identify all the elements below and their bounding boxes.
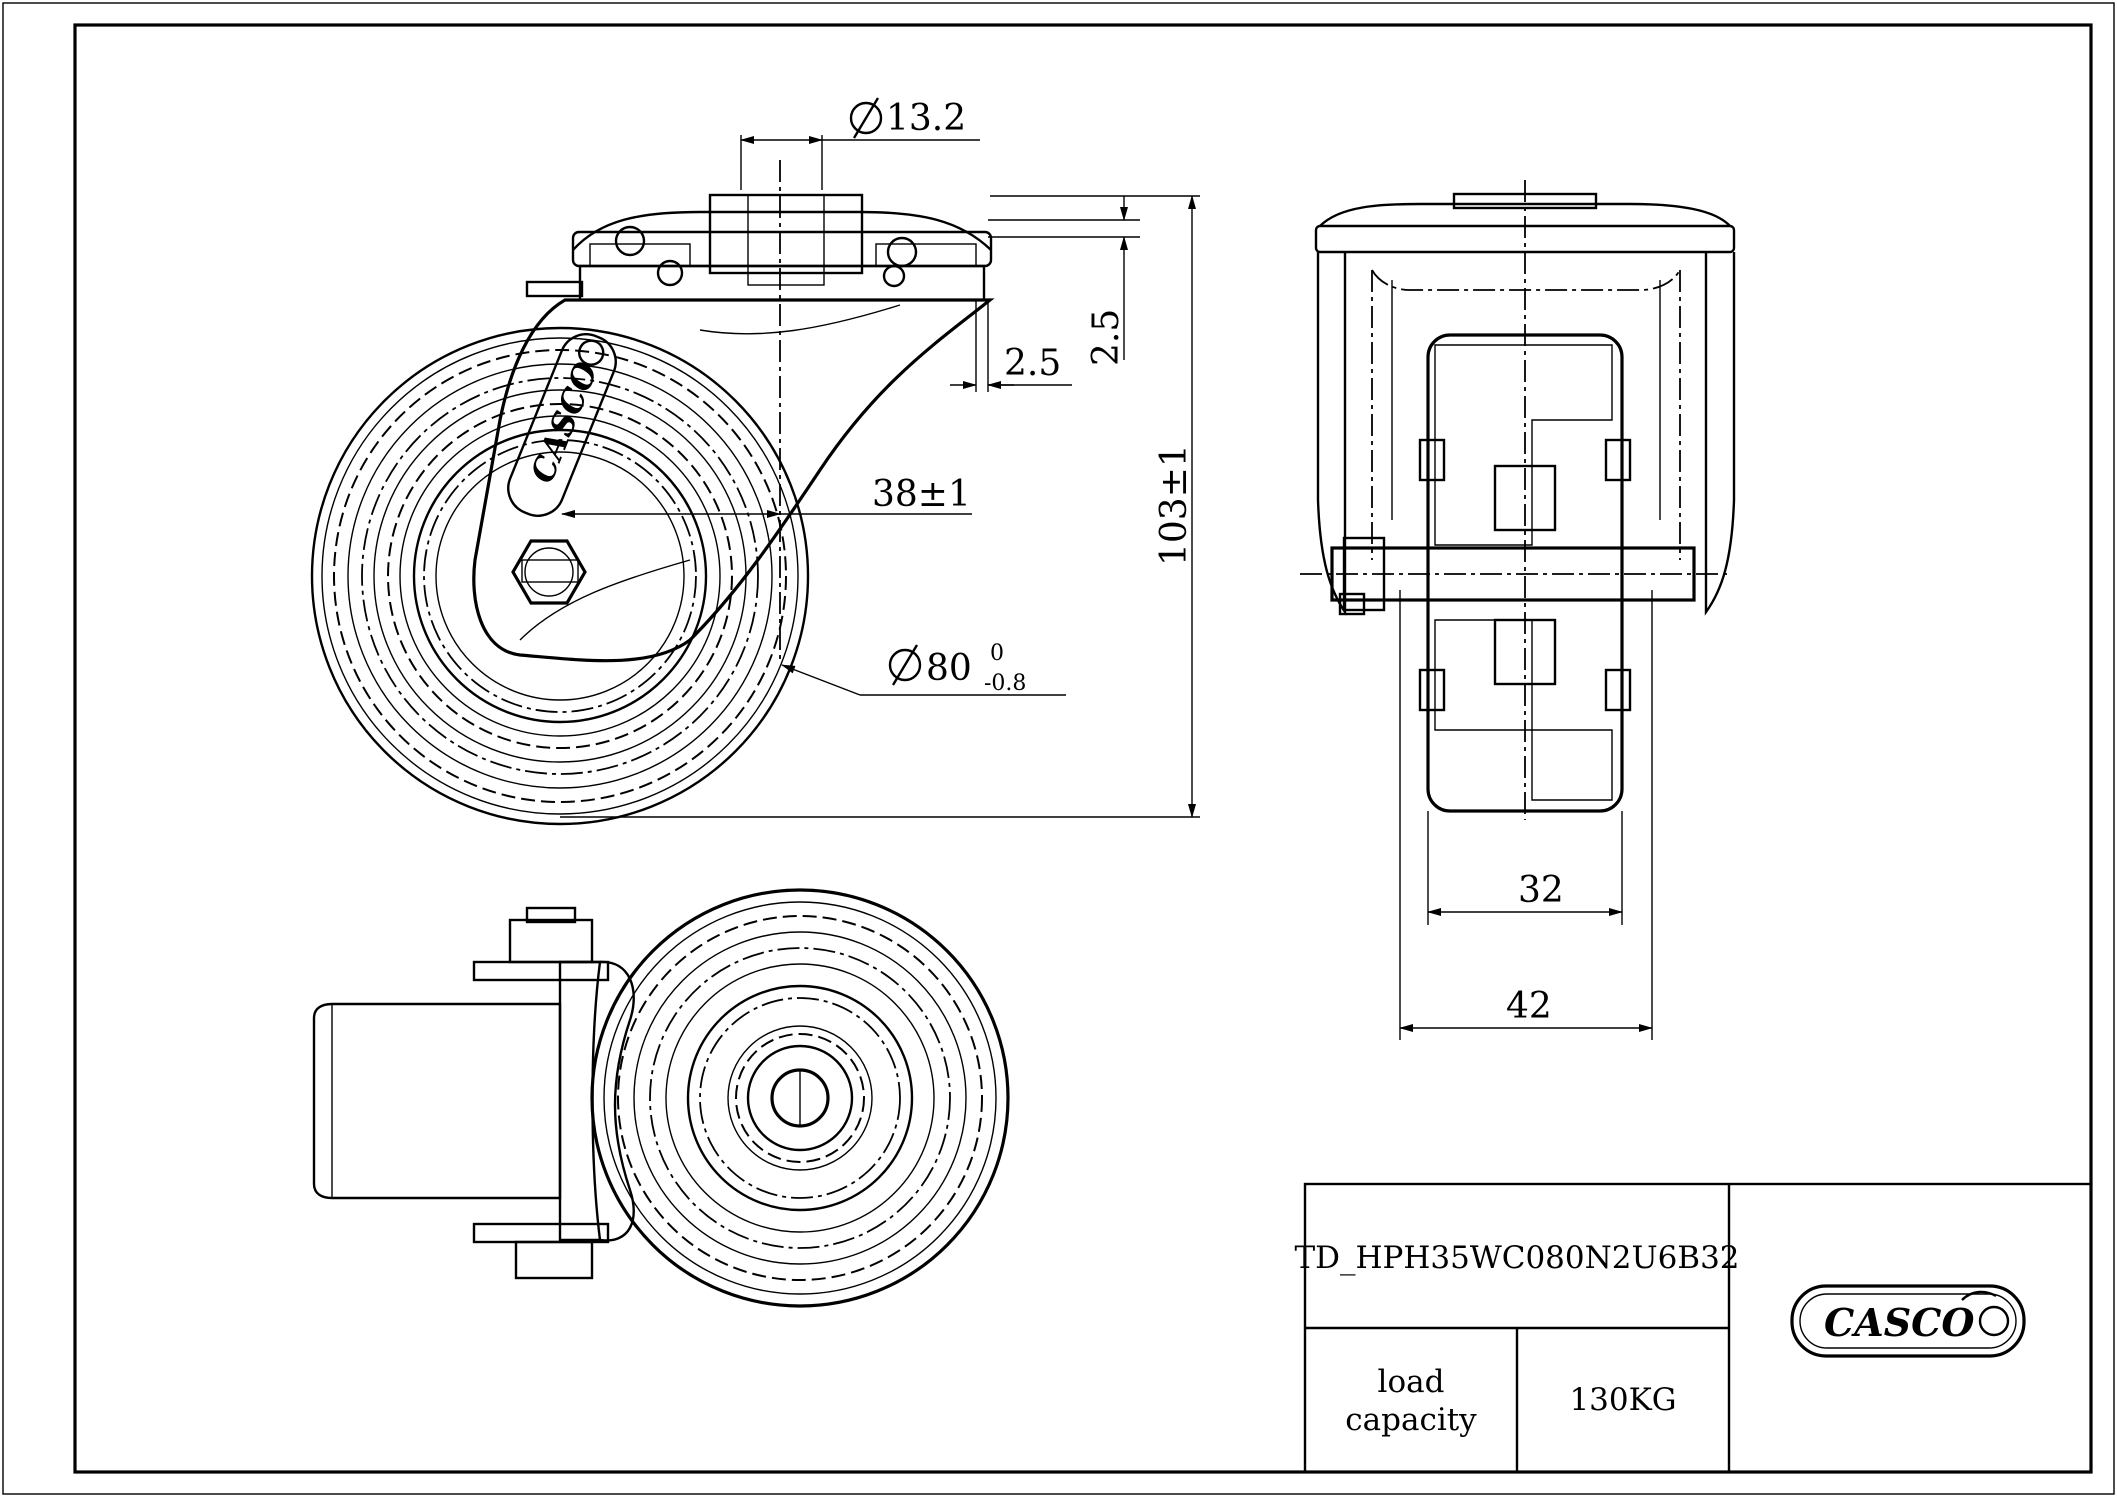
load-capacity-label-line2: capacity — [1345, 1402, 1477, 1438]
side-view-hub — [511, 539, 587, 605]
diameter-symbol-icon — [849, 101, 883, 135]
dim-overall-width: 42 — [1506, 986, 1552, 1027]
dim-plate-gap-vertical: 2.5 — [1086, 309, 1127, 366]
dim-wheel-diameter: 80 0 -0.8 — [888, 641, 1026, 696]
hex-nut-icon — [511, 539, 587, 605]
svg-text:-0.8: -0.8 — [984, 671, 1026, 696]
part-number: TD_HPH35WC080N2U6B32 — [1294, 1240, 1739, 1276]
dim-hole-diameter: 13.2 — [849, 97, 966, 139]
side-view-dimensions: 13.2 2.5 2.5 38±1 103±1 80 0 — [560, 97, 1200, 818]
svg-text:80: 80 — [926, 648, 972, 689]
section-axle — [1330, 546, 1696, 602]
load-capacity-label-line1: load — [1378, 1364, 1445, 1400]
dim-plate-gap-horizontal: 2.5 — [1004, 343, 1061, 384]
dim-total-height: 103±1 — [1154, 444, 1195, 566]
side-view-fork — [472, 298, 995, 663]
logo-text: CASCO — [1824, 1300, 1975, 1345]
casco-logo-icon: CASCO — [1790, 1284, 2026, 1358]
dim-tread-width: 32 — [1518, 870, 1564, 911]
side-view-wheel — [310, 326, 810, 826]
top-view — [312, 888, 1010, 1308]
dim-offset: 38±1 — [872, 474, 971, 515]
front-section-view — [1300, 180, 1736, 820]
top-view-wheel — [590, 888, 1010, 1308]
diameter-symbol-icon — [888, 648, 922, 682]
title-block: TD_HPH35WC080N2U6B32 load capacity 130KG… — [1294, 1182, 2093, 1474]
inner-frame — [73, 23, 2093, 1474]
side-view-top-plate — [525, 193, 993, 302]
front-view-dimensions: 32 42 — [1399, 590, 1653, 1040]
svg-text:0: 0 — [990, 641, 1004, 666]
load-capacity-value: 130KG — [1569, 1382, 1676, 1418]
svg-text:13.2: 13.2 — [886, 98, 966, 139]
